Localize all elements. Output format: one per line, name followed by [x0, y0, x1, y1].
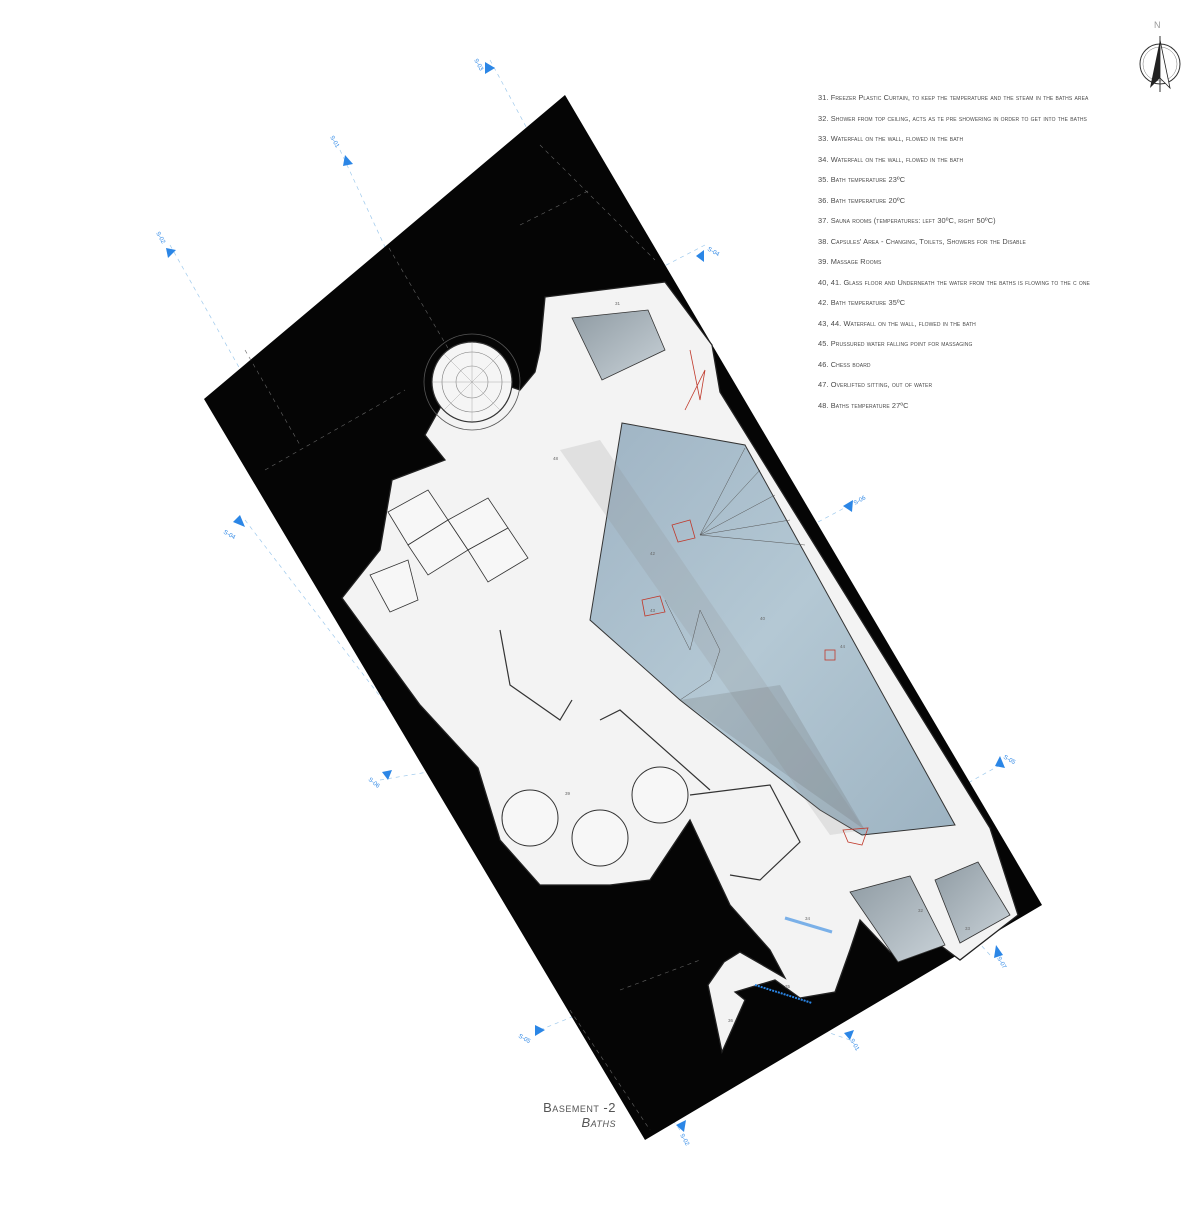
- svg-text:S-06: S-06: [367, 777, 381, 790]
- legend-item: 34. Waterfall on the wall, flowed in the…: [818, 154, 964, 164]
- pool-lower-right: [934, 861, 1011, 944]
- red-details: [641, 349, 869, 846]
- legend-item: 39. Massage Rooms: [818, 257, 882, 266]
- glass-strip: [754, 984, 813, 1004]
- section-marker-icon: S-04: [696, 247, 721, 262]
- svg-text:S-02: S-02: [154, 231, 166, 246]
- svg-text:S-05: S-05: [1002, 755, 1017, 767]
- section-markers: S-03 S-01 S-02 S-04 S-04 S-06 S-05 S-06 …: [154, 58, 1016, 1148]
- section-marker-icon: S-01: [328, 135, 353, 166]
- svg-text:S-01: S-01: [848, 1038, 860, 1053]
- room-number: 35: [785, 984, 791, 989]
- site-grid: [244, 144, 701, 1131]
- caption-level: Basement -2: [543, 1100, 616, 1115]
- north-arrow-icon: [1139, 36, 1181, 92]
- room-number: 31: [615, 301, 621, 306]
- interior-walls: [499, 629, 801, 881]
- section-marker-icon: S-07: [994, 945, 1007, 971]
- legend-item: 47. Overlifted sitting, out of water: [818, 380, 933, 389]
- room-number: 39: [565, 791, 571, 796]
- legend-item: 38. Capsules' Area - Changing, Toilets, …: [818, 236, 1026, 246]
- pool-lower-left: [849, 875, 946, 963]
- pool-steps: [664, 447, 806, 701]
- svg-text:S-02: S-02: [678, 1133, 690, 1148]
- plan-caption: Basement -2 Baths: [543, 1100, 616, 1130]
- legend-item: 35. Bath temperature 23ºC: [818, 175, 906, 184]
- room-number: 36: [728, 1018, 734, 1023]
- svg-text:S-04: S-04: [222, 530, 237, 542]
- section-marker-icon: S-06: [367, 770, 392, 790]
- room-number: 32: [918, 908, 924, 913]
- caption-name: Baths: [581, 1115, 616, 1130]
- section-marker-icon: S-02: [676, 1120, 690, 1148]
- room-number: 48: [553, 456, 559, 461]
- room-number: 42: [650, 551, 656, 556]
- section-marker-icon: S-01: [844, 1030, 860, 1053]
- room-number: 40: [760, 616, 766, 621]
- section-marker-icon: S-03: [472, 58, 495, 74]
- legend-item: 40, 41. Glass floor and Underneath the w…: [818, 277, 1090, 287]
- svg-text:S-03: S-03: [472, 58, 484, 73]
- upper-pool: [571, 309, 666, 381]
- light-shaft-2: [680, 685, 865, 830]
- legend-list: 31. Freezer Plastic Curtain, to keep the…: [818, 88, 1193, 416]
- room-number: 44: [840, 644, 846, 649]
- room-number: 43: [650, 608, 656, 613]
- light-shaft: [560, 440, 865, 835]
- room-number: 34: [805, 916, 811, 921]
- legend-item: 31. Freezer Plastic Curtain, to keep the…: [818, 93, 1089, 102]
- section-marker-icon: S-04: [222, 515, 245, 541]
- svg-text:S-06: S-06: [853, 495, 868, 507]
- section-marker-icon: S-05: [517, 1025, 545, 1045]
- legend-item: 36. Bath temperature 20ºC: [818, 195, 906, 205]
- room-number-labels: 40 42 43 44 48 39 31 32 33 34 35 36: [553, 301, 971, 1023]
- legend-item: 48. Baths temperature 27ºC: [818, 400, 909, 410]
- legend-item: 37. Sauna rooms (temperatures: left 30ºC…: [818, 216, 996, 225]
- svg-text:S-01: S-01: [328, 135, 340, 150]
- legend-item: 32. Shower from top ceiling, acts as te …: [818, 113, 1087, 123]
- svg-text:S-05: S-05: [517, 1034, 532, 1046]
- main-pool: [589, 422, 956, 836]
- section-marker-icon: S-06: [843, 495, 868, 512]
- north-label: N: [1154, 20, 1161, 30]
- room-number: 33: [965, 926, 971, 931]
- legend-item: 43, 44. Waterfall on the wall, flowed in…: [818, 318, 976, 328]
- capsule-rooms: [369, 489, 529, 613]
- svg-text:S-07: S-07: [995, 956, 1007, 971]
- legend-item: 46. Chess board: [818, 359, 871, 369]
- massage-rooms: [501, 766, 689, 867]
- section-marker-icon: S-02: [154, 231, 176, 258]
- legend-item: 33. Waterfall on the wall, flowed in the…: [818, 134, 964, 143]
- glass-strip-2: [784, 916, 833, 934]
- legend-item: 42. Bath temperature 35ºC: [818, 298, 906, 307]
- svg-text:S-04: S-04: [706, 247, 721, 259]
- round-room: [423, 333, 521, 431]
- legend-item: 45. Prussured water falling point for ma…: [818, 339, 973, 348]
- section-marker-icon: S-05: [995, 755, 1017, 768]
